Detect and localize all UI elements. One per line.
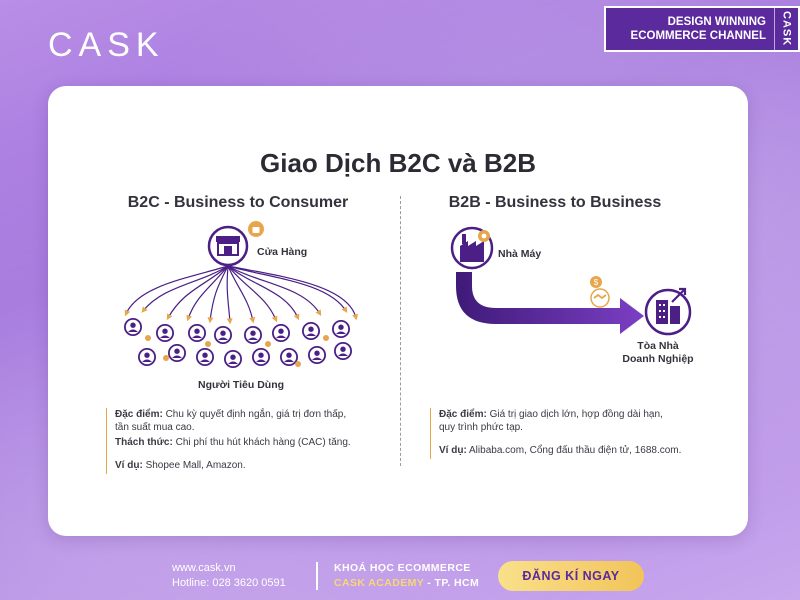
b2c-feature-line2: tần suất mua cao.	[115, 422, 195, 433]
b2c-heading: B2C - Business to Consumer	[127, 194, 349, 211]
consumer-icon	[302, 322, 320, 340]
b2c-example-key: Ví dụ:	[115, 460, 143, 471]
consumer-icon	[332, 320, 350, 338]
banner-line2: ECOMMERCE CHANNEL	[630, 30, 766, 42]
page-title: Giao Dịch B2C và B2B	[260, 148, 536, 178]
banner-side-text: CASK	[780, 11, 793, 47]
footer-course: KHOÁ HỌC ECOMMERCE CASK ACADEMY - TP. HC…	[334, 561, 479, 591]
consumer-icon	[188, 324, 206, 342]
coin-icon: $	[590, 276, 602, 288]
hotline-text: Hotline: 028 3620 0591	[172, 577, 286, 589]
course-line2: CASK ACADEMY - TP. HCM	[334, 576, 479, 591]
store-icon	[207, 225, 249, 267]
factory-label: Nhà Máy	[498, 248, 542, 260]
b2b-example-row: Ví dụ: Alibaba.com, Cổng đấu thầu điện t…	[439, 444, 720, 457]
register-button[interactable]: ĐĂNG KÍ NGAY	[498, 561, 644, 591]
banner-line1: DESIGN WINNING	[667, 16, 766, 28]
growth-arrow-icon	[671, 287, 687, 303]
b2c-challenge-text: Chi phí thu hút khách hàng (CAC) tăng.	[175, 437, 351, 448]
consumer-icon	[334, 342, 352, 360]
b2c-diagram	[124, 221, 359, 368]
consumer-icon	[214, 326, 232, 344]
banner-text: DESIGN WINNING ECOMMERCE CHANNEL	[606, 15, 774, 43]
gear-icon	[478, 230, 490, 242]
b2b-example-key: Ví dụ:	[439, 445, 467, 456]
b2c-notes: Đặc điểm: Chu kỳ quyết định ngắn, giá tr…	[106, 408, 376, 474]
consumer-icon	[224, 350, 242, 368]
b2b-notes: Đặc điểm: Giá trị giao dịch lớn, hợp đồn…	[430, 408, 720, 459]
banner-side: CASK	[774, 8, 798, 50]
handshake-icon	[590, 288, 610, 308]
consumers-group	[124, 318, 352, 368]
shopping-bag-icon	[248, 221, 264, 237]
building-label: Tòa Nhà Doanh Nghiệp	[608, 340, 708, 366]
consumer-icon	[252, 348, 270, 366]
cask-logo: CASK	[48, 26, 165, 64]
footer: www.cask.vn Hotline: 028 3620 0591 KHOÁ …	[0, 556, 800, 600]
store-label: Cửa Hàng	[257, 246, 308, 258]
b2c-example-row: Ví dụ: Shopee Mall, Amazon.	[115, 459, 376, 472]
b2c-challenge-key: Thách thức:	[115, 437, 173, 448]
consumer-icon	[124, 318, 142, 336]
b2b-heading: B2B - Business to Business	[448, 194, 662, 211]
b2b-feature-row: Đặc điểm: Giá trị giao dịch lớn, hợp đồn…	[439, 408, 720, 434]
b2c-feature-key: Đặc điểm:	[115, 409, 163, 420]
svg-text:$: $	[594, 278, 599, 287]
footer-contact: www.cask.vn Hotline: 028 3620 0591	[172, 561, 286, 591]
b2b-feature-line1: Giá trị giao dịch lớn, hợp đồng dài hạn,	[489, 409, 663, 420]
b2c-challenge-row: Thách thức: Chi phí thu hút khách hàng (…	[115, 436, 376, 449]
consumer-icon	[168, 344, 186, 362]
top-banner: DESIGN WINNING ECOMMERCE CHANNEL CASK	[604, 6, 800, 52]
course-academy: CASK ACADEMY	[334, 577, 424, 589]
consumer-icon	[280, 348, 298, 366]
consumer-icon	[156, 324, 174, 342]
b2c-feature-row: Đặc điểm: Chu kỳ quyết định ngắn, giá tr…	[115, 408, 376, 434]
fan-arrows	[124, 265, 359, 325]
consumers-label: Người Tiêu Dùng	[198, 379, 285, 391]
course-city: - TP. HCM	[423, 577, 480, 589]
b2b-example-text: Alibaba.com, Cổng đấu thầu điện tử, 1688…	[469, 445, 682, 456]
column-divider	[400, 196, 401, 466]
b2c-example-text: Shopee Mall, Amazon.	[145, 460, 246, 471]
consumer-icon	[196, 348, 214, 366]
consumer-icon	[308, 346, 326, 364]
consumer-icon	[244, 326, 262, 344]
website-link[interactable]: www.cask.vn	[172, 562, 236, 574]
content-card: Giao Dịch B2C và B2B B2C - Business to C…	[48, 86, 748, 536]
b2b-feature-line2: quy trình phức tạp.	[439, 422, 523, 433]
b2b-diagram: $	[450, 226, 692, 336]
building-label-line1: Tòa Nhà	[637, 340, 679, 352]
course-line1: KHOÁ HỌC ECOMMERCE	[334, 562, 471, 574]
office-building-icon	[644, 288, 692, 336]
consumer-icon	[138, 348, 156, 366]
building-label-line2: Doanh Nghiệp	[622, 353, 694, 365]
flow-arrow	[456, 272, 644, 334]
b2b-feature-key: Đặc điểm:	[439, 409, 487, 420]
b2c-feature-line1: Chu kỳ quyết định ngắn, giá trị đơn thấp…	[165, 409, 347, 420]
consumer-icon	[272, 324, 290, 342]
footer-divider	[316, 562, 318, 590]
